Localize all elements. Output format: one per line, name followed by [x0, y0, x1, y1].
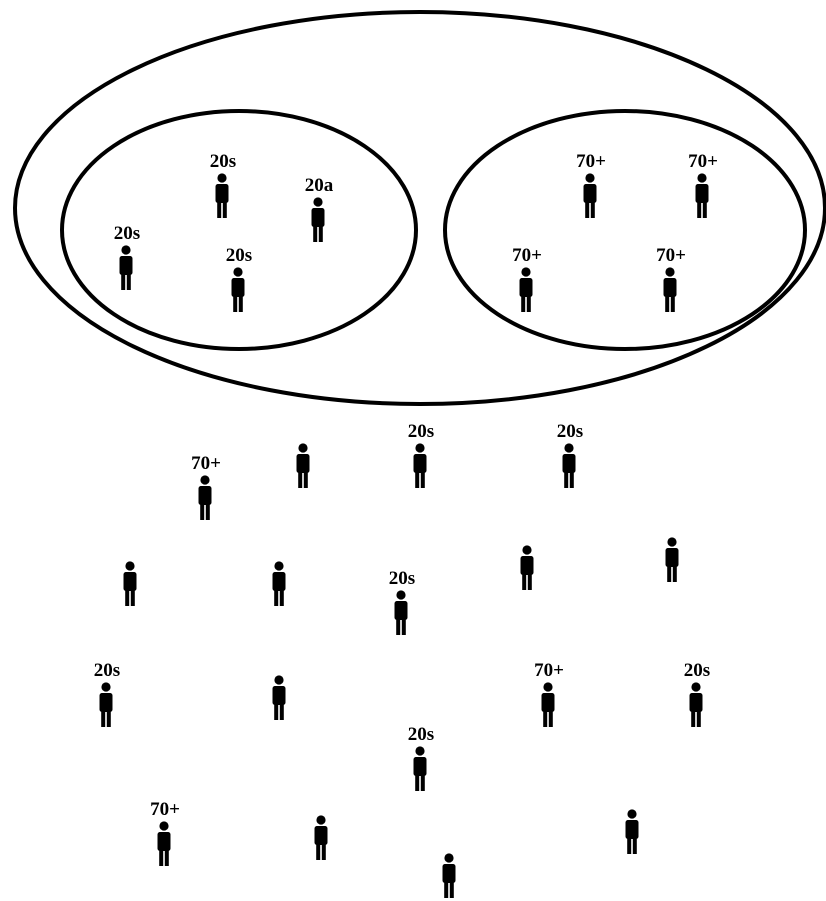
ungrouped-person [272, 675, 286, 720]
person-icon [99, 682, 113, 727]
age-label: 70+ [576, 151, 606, 172]
age-label: 20s [557, 421, 583, 442]
ungrouped-person: 70+ [191, 453, 221, 520]
person-icon [311, 197, 325, 242]
person-icon [541, 682, 555, 727]
person-icon [272, 561, 286, 606]
group-member-person: 70+ [512, 245, 542, 312]
group-member-person: 20s [226, 245, 252, 312]
ungrouped-person [314, 815, 328, 860]
age-label: 20a [305, 175, 334, 196]
person-icon [442, 853, 456, 898]
group-member-person: 20s [114, 223, 140, 290]
age-label: 20s [94, 660, 120, 681]
ungrouped-person: 70+ [150, 799, 180, 866]
ungrouped-person: 20s [389, 568, 415, 635]
age-label: 20s [114, 223, 140, 244]
person-icon [123, 561, 137, 606]
ungrouped-person: 20s [557, 421, 583, 488]
outer-group-ellipse [13, 10, 826, 406]
left-group-ellipse [60, 109, 418, 351]
age-label: 20s [408, 724, 434, 745]
person-icon [665, 537, 679, 582]
person-icon [198, 475, 212, 520]
group-member-person: 20a [305, 175, 334, 242]
ungrouped-person: 20s [94, 660, 120, 727]
age-label: 20s [226, 245, 252, 266]
person-icon [695, 173, 709, 218]
person-icon [394, 590, 408, 635]
group-member-person: 70+ [688, 151, 718, 218]
ungrouped-person [520, 545, 534, 590]
person-icon [583, 173, 597, 218]
person-icon [314, 815, 328, 860]
person-icon [413, 443, 427, 488]
person-icon [413, 746, 427, 791]
age-label: 70+ [512, 245, 542, 266]
person-icon [519, 267, 533, 312]
age-label: 70+ [688, 151, 718, 172]
group-member-person: 70+ [656, 245, 686, 312]
ungrouped-person [272, 561, 286, 606]
age-label: 20s [408, 421, 434, 442]
group-member-person: 20s [210, 151, 236, 218]
person-icon [157, 821, 171, 866]
ungrouped-person [296, 443, 310, 488]
age-label: 70+ [534, 660, 564, 681]
ungrouped-person [665, 537, 679, 582]
person-icon [215, 173, 229, 218]
group-member-person: 70+ [576, 151, 606, 218]
age-label: 70+ [150, 799, 180, 820]
person-icon [296, 443, 310, 488]
ungrouped-person: 70+ [534, 660, 564, 727]
person-icon [689, 682, 703, 727]
ungrouped-person [123, 561, 137, 606]
person-icon [272, 675, 286, 720]
ungrouped-person [442, 853, 456, 898]
age-label: 20s [684, 660, 710, 681]
age-label: 20s [210, 151, 236, 172]
person-icon [562, 443, 576, 488]
right-group-ellipse [443, 109, 807, 351]
age-label: 70+ [191, 453, 221, 474]
person-icon [119, 245, 133, 290]
ungrouped-person [625, 809, 639, 854]
age-label: 70+ [656, 245, 686, 266]
person-icon [520, 545, 534, 590]
ungrouped-person: 20s [684, 660, 710, 727]
person-icon [663, 267, 677, 312]
person-icon [625, 809, 639, 854]
ungrouped-person: 20s [408, 724, 434, 791]
person-icon [231, 267, 245, 312]
ungrouped-person: 20s [408, 421, 434, 488]
age-label: 20s [389, 568, 415, 589]
